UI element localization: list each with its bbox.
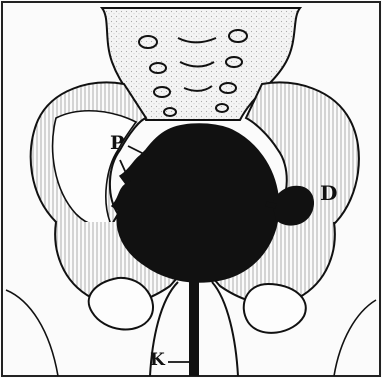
right-obturator-foramen bbox=[244, 284, 306, 333]
diverticulum-neck bbox=[266, 204, 276, 206]
filled-mass bbox=[112, 124, 279, 282]
left-thigh-outline bbox=[6, 290, 58, 376]
pubic-arch-right bbox=[212, 282, 238, 376]
right-thigh-outline bbox=[334, 300, 376, 376]
label-d: D bbox=[320, 183, 337, 203]
label-p: P bbox=[110, 134, 124, 153]
left-obturator-foramen bbox=[89, 278, 153, 330]
label-k: K bbox=[150, 352, 165, 369]
catheter-tube bbox=[189, 276, 199, 376]
